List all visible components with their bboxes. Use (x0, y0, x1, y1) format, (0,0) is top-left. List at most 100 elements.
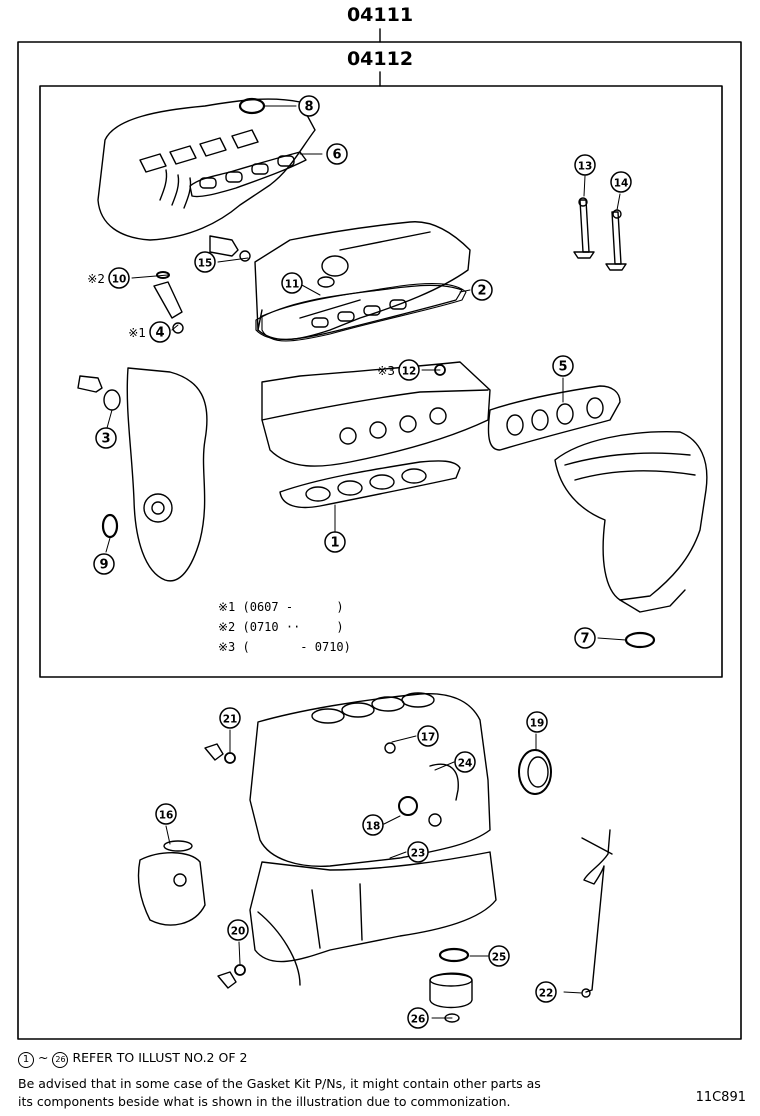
callout-18: 18 (362, 814, 384, 836)
callout-8: 8 (298, 95, 320, 117)
callout-2: 2 (471, 279, 493, 301)
callout-circle (535, 981, 557, 1003)
callout-circle (552, 355, 574, 377)
callout-circle (219, 707, 241, 729)
callout-16: 16 (155, 803, 177, 825)
callout-circle (149, 321, 171, 343)
callout-number: 14 (614, 178, 629, 190)
timing-cover-drawing (77, 367, 208, 582)
callout-circle (407, 841, 429, 863)
callout-7: 7 (574, 627, 596, 649)
callout-22: 22 (535, 981, 557, 1003)
head-cover-gasket-drawing (261, 283, 467, 342)
callout-number: 2 (477, 284, 486, 299)
callout-circle (454, 751, 476, 773)
illustration-code: 11C891 (695, 1090, 746, 1105)
oil-pan-drawing (249, 851, 497, 986)
callout-circle (326, 143, 348, 165)
callout-26: 26 (407, 1007, 429, 1029)
oil-seal-19-drawing (518, 749, 552, 795)
callout-number: 6 (332, 148, 341, 163)
bracket-16-drawing (137, 840, 206, 926)
callout-17: 17 (417, 725, 439, 747)
note-3: ※3 ( - 0710) (218, 640, 351, 654)
callout-4-prefix: ※1 (128, 326, 146, 340)
callout-9: 9 (93, 553, 115, 575)
callout-24: 24 (454, 751, 476, 773)
prefix-layer: ※1 ※2 ※3 (87, 272, 395, 378)
advisory-line-2: its components beside what is shown in t… (18, 1094, 511, 1109)
sensor-15-drawing (209, 235, 251, 262)
range-start: 1 (18, 1052, 34, 1068)
callout-number: 8 (304, 100, 313, 115)
cylinder-block-drawing (249, 692, 491, 867)
callout-circle (324, 531, 346, 553)
kit-04112-outline (39, 85, 723, 678)
note-2: ※2 (0710 ·· ) (218, 620, 344, 634)
callout-circle (610, 171, 632, 193)
callout-circle (194, 251, 216, 273)
callout-4: 4 (149, 321, 171, 343)
callout-15: 15 (194, 251, 216, 273)
callout-number: 4 (155, 326, 164, 341)
callout-25: 25 (488, 945, 510, 967)
dipstick-drawing (581, 829, 613, 998)
range-end: 26 (52, 1052, 69, 1068)
note-1: ※1 (0607 - ) (218, 600, 344, 614)
part-8-ring (238, 97, 266, 115)
callout-circle (155, 803, 177, 825)
callout-12: 12 (398, 359, 420, 381)
callout-circle (227, 919, 249, 941)
callout-10: 10 (108, 267, 130, 289)
callout-circle (488, 945, 510, 967)
callout-number: 21 (223, 714, 238, 726)
callout-number: 5 (558, 360, 567, 375)
callout-circle (526, 711, 548, 733)
callout-number: 15 (198, 258, 213, 270)
callout-number: 16 (159, 810, 174, 822)
callout-circle (471, 279, 493, 301)
callout-number: 12 (402, 366, 417, 378)
callout-number: 3 (101, 432, 110, 447)
refer-line: 1 ~ 26 REFER TO ILLUST NO.2 OF 2 (18, 1050, 247, 1068)
callout-number: 7 (580, 632, 589, 647)
callout-5: 5 (552, 355, 574, 377)
callout-number: 24 (458, 758, 473, 770)
callout-number: 23 (411, 848, 426, 860)
callout-number: 11 (285, 279, 300, 291)
callout-circle (398, 359, 420, 381)
intake-manifold-drawing (97, 98, 316, 241)
callout-circle (574, 627, 596, 649)
drain-plugs-drawing (204, 743, 246, 989)
callout-number: 13 (578, 161, 593, 173)
intake-gasket-drawing (189, 151, 307, 198)
callout-11: 11 (281, 272, 303, 294)
callout-circle (574, 154, 596, 176)
cylinder-head-drawing (261, 361, 491, 467)
callout-12-prefix: ※3 (377, 364, 395, 378)
callout-circle (95, 427, 117, 449)
oil-filter-drawing (429, 947, 473, 1023)
exhaust-gasket-drawing (487, 385, 621, 451)
callout-19: 19 (526, 711, 548, 733)
callout-3: 3 (95, 427, 117, 449)
callout-number: 10 (112, 274, 127, 286)
callout-23: 23 (407, 841, 429, 863)
callout-21: 21 (219, 707, 241, 729)
callout-circle (298, 95, 320, 117)
injector-drawing (153, 271, 184, 334)
exhaust-manifold-drawing (554, 431, 708, 649)
callout-circle (407, 1007, 429, 1029)
callout-number: 22 (539, 988, 554, 1000)
callout-13: 13 (574, 154, 596, 176)
callout-number: 9 (99, 558, 108, 573)
callout-number: 18 (366, 821, 381, 833)
oil-filler-cap-drawing (317, 255, 349, 288)
callout-circle (362, 814, 384, 836)
callout-circle (93, 553, 115, 575)
callout-10-prefix: ※2 (87, 272, 105, 286)
range-separator: ~ (37, 1050, 49, 1065)
